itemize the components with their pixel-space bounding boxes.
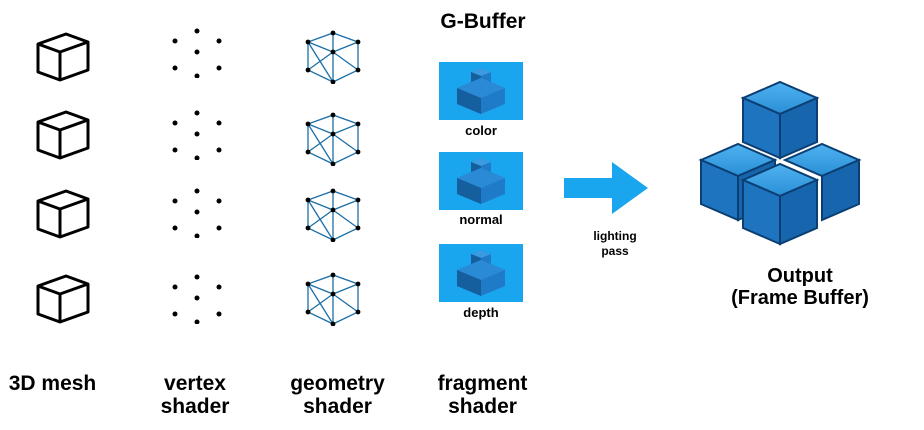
output-cubes-icon — [698, 80, 862, 246]
geometry-shader-label: geometry shader — [290, 372, 385, 418]
vertex-points-icon — [172, 28, 222, 78]
wireframe-cube-icon — [305, 30, 361, 84]
stacked-cubes-icon — [439, 152, 523, 210]
vertex-points-icon — [172, 188, 222, 238]
wireframe-cube-icon — [305, 272, 361, 326]
gbuffer-depth-label: depth — [463, 305, 499, 320]
stacked-cubes-icon — [439, 62, 523, 120]
wireframe-cube-icon — [305, 188, 361, 242]
gbuffer-depth-tile — [439, 244, 523, 302]
mesh-cube-icon — [36, 274, 90, 324]
mesh-cube-icon — [36, 110, 90, 160]
arrow-right-icon — [564, 162, 648, 214]
mesh-cube-icon — [36, 189, 90, 239]
vertex-points-icon — [172, 274, 222, 324]
fragment-shader-label: fragment shader — [437, 372, 528, 418]
gbuffer-color-label: color — [465, 123, 497, 138]
lighting-pass-label: lighting pass — [593, 229, 637, 258]
gbuffer-title: G-Buffer — [440, 10, 526, 33]
vertex-shader-label: vertex shader — [160, 372, 230, 418]
stacked-cubes-icon — [439, 244, 523, 302]
vertex-points-icon — [172, 110, 222, 160]
gbuffer-color-tile — [439, 62, 523, 120]
gbuffer-normal-tile — [439, 152, 523, 210]
output-label: Output (Frame Buffer) — [731, 265, 869, 309]
mesh-label: 3D mesh — [8, 372, 97, 395]
mesh-cube-icon — [36, 32, 90, 82]
wireframe-cube-icon — [305, 112, 361, 166]
gbuffer-normal-label: normal — [459, 212, 503, 227]
